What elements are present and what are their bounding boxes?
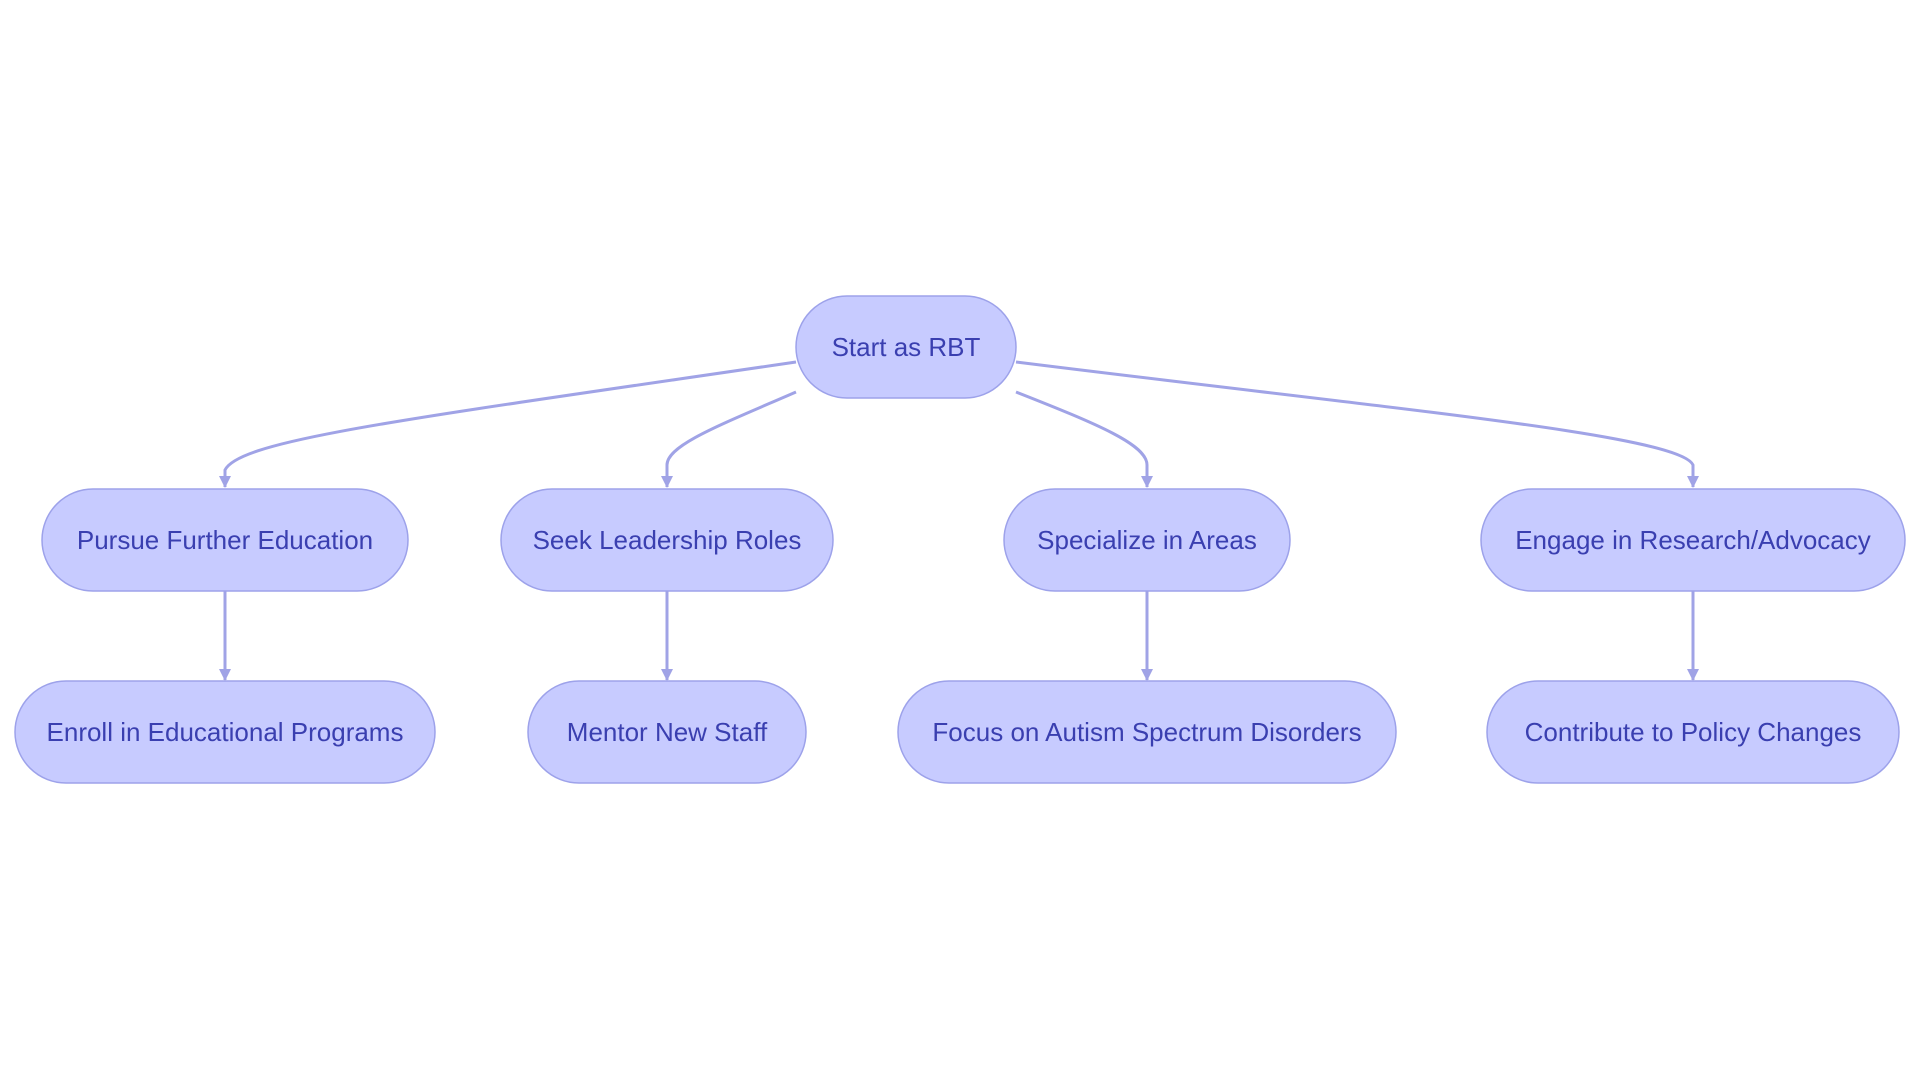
node-research-shape: [1480, 488, 1906, 592]
node-leadership-label: Seek Leadership Roles: [533, 525, 802, 555]
node-education-shape: [41, 488, 409, 592]
node-mentor-label: Mentor New Staff: [567, 717, 768, 747]
edge-start-to-education: [219, 360, 797, 488]
node-policy: Contribute to Policy Changes: [1486, 680, 1900, 784]
edge-start-to-leadership: [661, 390, 797, 488]
node-education-label: Pursue Further Education: [77, 525, 373, 555]
node-leadership-shape: [500, 488, 834, 592]
node-leadership: Seek Leadership Roles: [500, 488, 834, 592]
nodes-layer: Start as RBT Pursue Further Education Seek…: [14, 295, 1906, 784]
node-start-shape: [795, 295, 1017, 399]
node-policy-shape: [1486, 680, 1900, 784]
node-enroll-shape: [14, 680, 436, 784]
node-autism-shape: [897, 680, 1397, 784]
node-enroll: Enroll in Educational Programs: [14, 680, 436, 784]
node-research-label: Engage in Research/Advocacy: [1515, 525, 1871, 555]
node-specialize: Specialize in Areas: [1003, 488, 1291, 592]
node-start: Start as RBT: [795, 295, 1017, 399]
node-autism: Focus on Autism Spectrum Disorders: [897, 680, 1397, 784]
edge-start-to-specialize: [1015, 390, 1153, 488]
edge-start-to-research: [1015, 360, 1699, 488]
node-policy-label: Contribute to Policy Changes: [1525, 717, 1862, 747]
node-research: Engage in Research/Advocacy: [1480, 488, 1906, 592]
node-education: Pursue Further Education: [41, 488, 409, 592]
node-mentor-shape: [527, 680, 807, 784]
node-enroll-label: Enroll in Educational Programs: [47, 717, 404, 747]
node-mentor: Mentor New Staff: [527, 680, 807, 784]
node-autism-label: Focus on Autism Spectrum Disorders: [932, 717, 1361, 747]
edges-layer: [219, 360, 1699, 681]
node-specialize-shape: [1003, 488, 1291, 592]
node-specialize-label: Specialize in Areas: [1037, 525, 1257, 555]
node-start-label: Start as RBT: [832, 332, 981, 362]
